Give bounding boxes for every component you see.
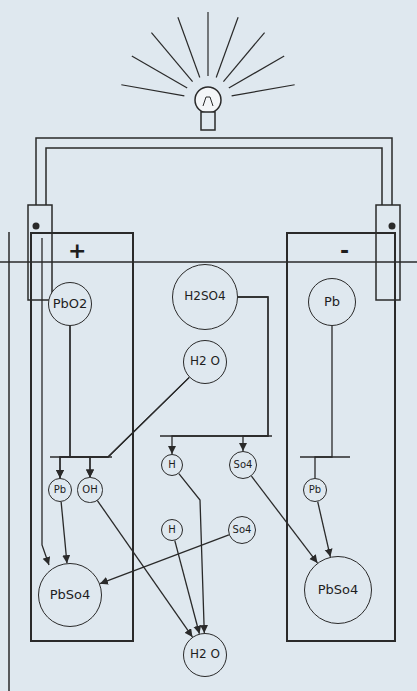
species-circle: OH — [77, 477, 102, 502]
reaction-arrow — [318, 502, 331, 557]
light-rays — [121, 12, 294, 96]
light-ray — [178, 17, 200, 77]
reaction-arrow — [97, 500, 192, 637]
species-circle: So4 — [228, 516, 256, 544]
electrode-plate: + PbO2Pb OH PbSo4 — [30, 232, 134, 642]
polarity-sign: - — [340, 238, 349, 263]
electrolyte-level — [0, 261, 417, 263]
reaction-arrow — [61, 502, 67, 563]
species-circle: Pb — [303, 478, 327, 502]
wire-outer — [36, 138, 392, 205]
species-circle: Pb — [48, 478, 72, 502]
formula-label: PbSo4 — [318, 583, 359, 598]
species-circle: PbO2 — [48, 282, 92, 326]
formula-label: Pb — [324, 295, 340, 310]
reaction-arrow — [70, 326, 90, 477]
species-circle: H2SO4 — [172, 264, 238, 330]
light-ray — [121, 85, 184, 96]
negative-terminal — [376, 205, 400, 300]
light-ray — [132, 56, 187, 88]
reaction-arrow — [90, 377, 189, 477]
electrode-plate: -PbPbPbSo4 — [286, 232, 396, 642]
formula-label: PbSo4 — [50, 588, 91, 603]
formula-label: Pb — [309, 484, 321, 496]
polarity-sign: + — [68, 238, 86, 263]
species-circle: PbSo4 — [38, 563, 102, 627]
formula-label: H — [168, 459, 176, 471]
reaction-arrow — [60, 326, 70, 478]
bulb-base — [201, 112, 215, 130]
reaction-arrow — [315, 326, 332, 478]
formula-label: So4 — [234, 459, 253, 471]
reaction-arrow — [179, 474, 204, 633]
light-ray — [229, 56, 284, 88]
species-circle: Pb — [308, 278, 356, 326]
terminal-dot — [389, 223, 396, 230]
species-circle: H — [161, 519, 183, 541]
species-circle: H — [161, 454, 183, 476]
container-wall — [8, 232, 10, 691]
light-ray — [207, 12, 208, 76]
reaction-arrow — [238, 297, 268, 451]
formula-label: H2 O — [190, 355, 220, 369]
species-circle: H2 O — [183, 340, 227, 384]
terminal-dot — [33, 223, 40, 230]
reaction-arrow — [100, 535, 229, 584]
formula-label: H — [168, 524, 176, 536]
bulb-filament — [203, 97, 213, 106]
light-ray — [223, 33, 264, 82]
species-circle: PbSo4 — [304, 556, 372, 624]
formula-label: So4 — [233, 524, 252, 536]
formula-label: Pb — [54, 484, 66, 496]
formula-label: PbO2 — [53, 297, 88, 312]
formula-label: OH — [82, 484, 97, 496]
species-circle: So4 — [229, 451, 257, 479]
reaction-arrow — [60, 377, 189, 478]
electron-wire — [42, 238, 49, 565]
species-circle: H2 O — [183, 633, 227, 677]
bulb-glass — [195, 87, 221, 113]
light-ray — [232, 85, 295, 96]
formula-label: H2 O — [190, 648, 220, 662]
wire-inner — [46, 148, 382, 205]
formula-label: H2SO4 — [184, 290, 225, 304]
